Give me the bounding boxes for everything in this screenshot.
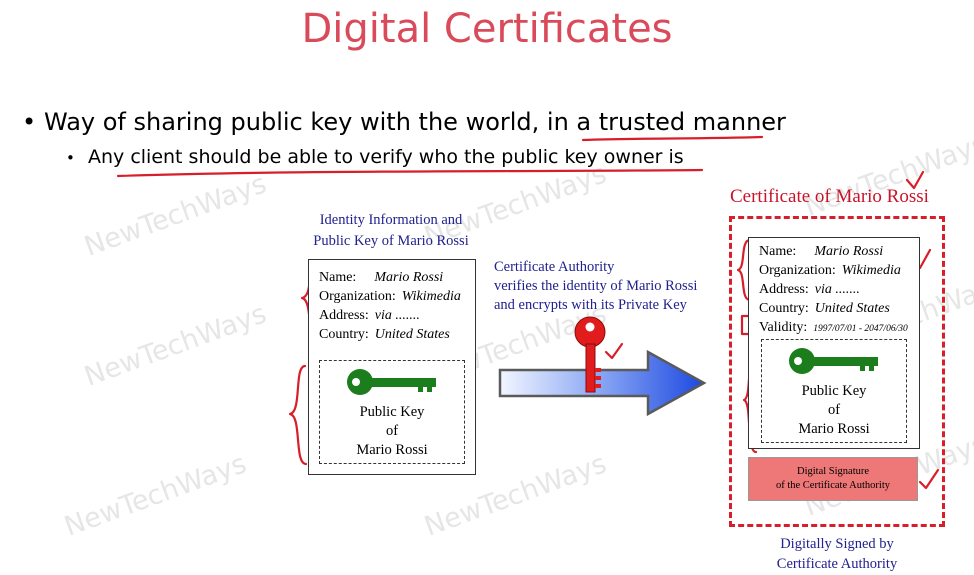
cert-validity-field: Validity:1997/07/01 - 2047/06/30: [759, 320, 908, 335]
cert-key-box: Public Key of Mario Rossi: [761, 339, 907, 443]
identity-key-box: Public Key of Mario Rossi: [319, 360, 465, 464]
bullet-dot-icon: •: [66, 149, 75, 167]
certificate-footer: Digitally Signed by Certificate Authorit…: [729, 534, 945, 574]
public-key-icon: [789, 348, 878, 374]
identity-country-field: Country:United States: [319, 327, 450, 342]
bullet-item: •Way of sharing public key with the worl…: [22, 108, 786, 136]
sub-bullet-item: • Any client should be able to verify who…: [66, 146, 684, 168]
page-title: Digital Certificates: [301, 6, 673, 52]
identity-card: Name:Mario Rossi Organization:Wikimedia …: [308, 259, 476, 475]
identity-name-field: Name:Mario Rossi: [319, 270, 444, 285]
identity-caption-line: Identity Information and: [319, 212, 463, 228]
digital-signature-box: Digital Signature of the Certificate Aut…: [748, 457, 918, 501]
ca-description-line: verifies the identity of Mario Rossi: [494, 278, 698, 294]
identity-caption-line: Public Key of Mario Rossi: [313, 233, 469, 249]
certificate-footer-line: Certificate Authority: [776, 556, 898, 572]
identity-address-field: Address:via .......: [319, 308, 420, 323]
public-key-icon: [347, 369, 436, 395]
certificate-footer-line: Digitally Signed by: [780, 536, 894, 552]
private-key-icon: [574, 316, 606, 393]
arrow-icon: [498, 349, 707, 417]
identity-org-field: Organization:Wikimedia: [319, 289, 461, 304]
ca-description: Certificate Authority verifies the ident…: [494, 258, 697, 315]
cert-org-field: Organization:Wikimedia: [759, 263, 901, 278]
bullet-text: Way of sharing public key with the world…: [44, 108, 786, 136]
ca-description-line: Certificate Authority: [494, 259, 615, 275]
cert-country-field: Country:United States: [759, 301, 890, 316]
bullet-dot-icon: •: [22, 108, 37, 136]
cert-address-field: Address:via .......: [759, 282, 860, 297]
cert-key-label: Public Key of Mario Rossi: [798, 383, 870, 437]
identity-key-label: Public Key of Mario Rossi: [356, 404, 428, 458]
cert-name-field: Name:Mario Rossi: [759, 244, 884, 259]
ca-description-line: and encrypts with its Private Key: [494, 297, 687, 313]
certificate-title: Certificate of Mario Rossi: [730, 186, 929, 207]
certificate-frame: Name:Mario Rossi Organization:Wikimedia …: [729, 216, 945, 527]
certificate-card: Name:Mario Rossi Organization:Wikimedia …: [748, 237, 920, 449]
sub-bullet-text: Any client should be able to verify who …: [88, 146, 684, 168]
identity-caption: Identity Information and Public Key of M…: [296, 210, 486, 252]
